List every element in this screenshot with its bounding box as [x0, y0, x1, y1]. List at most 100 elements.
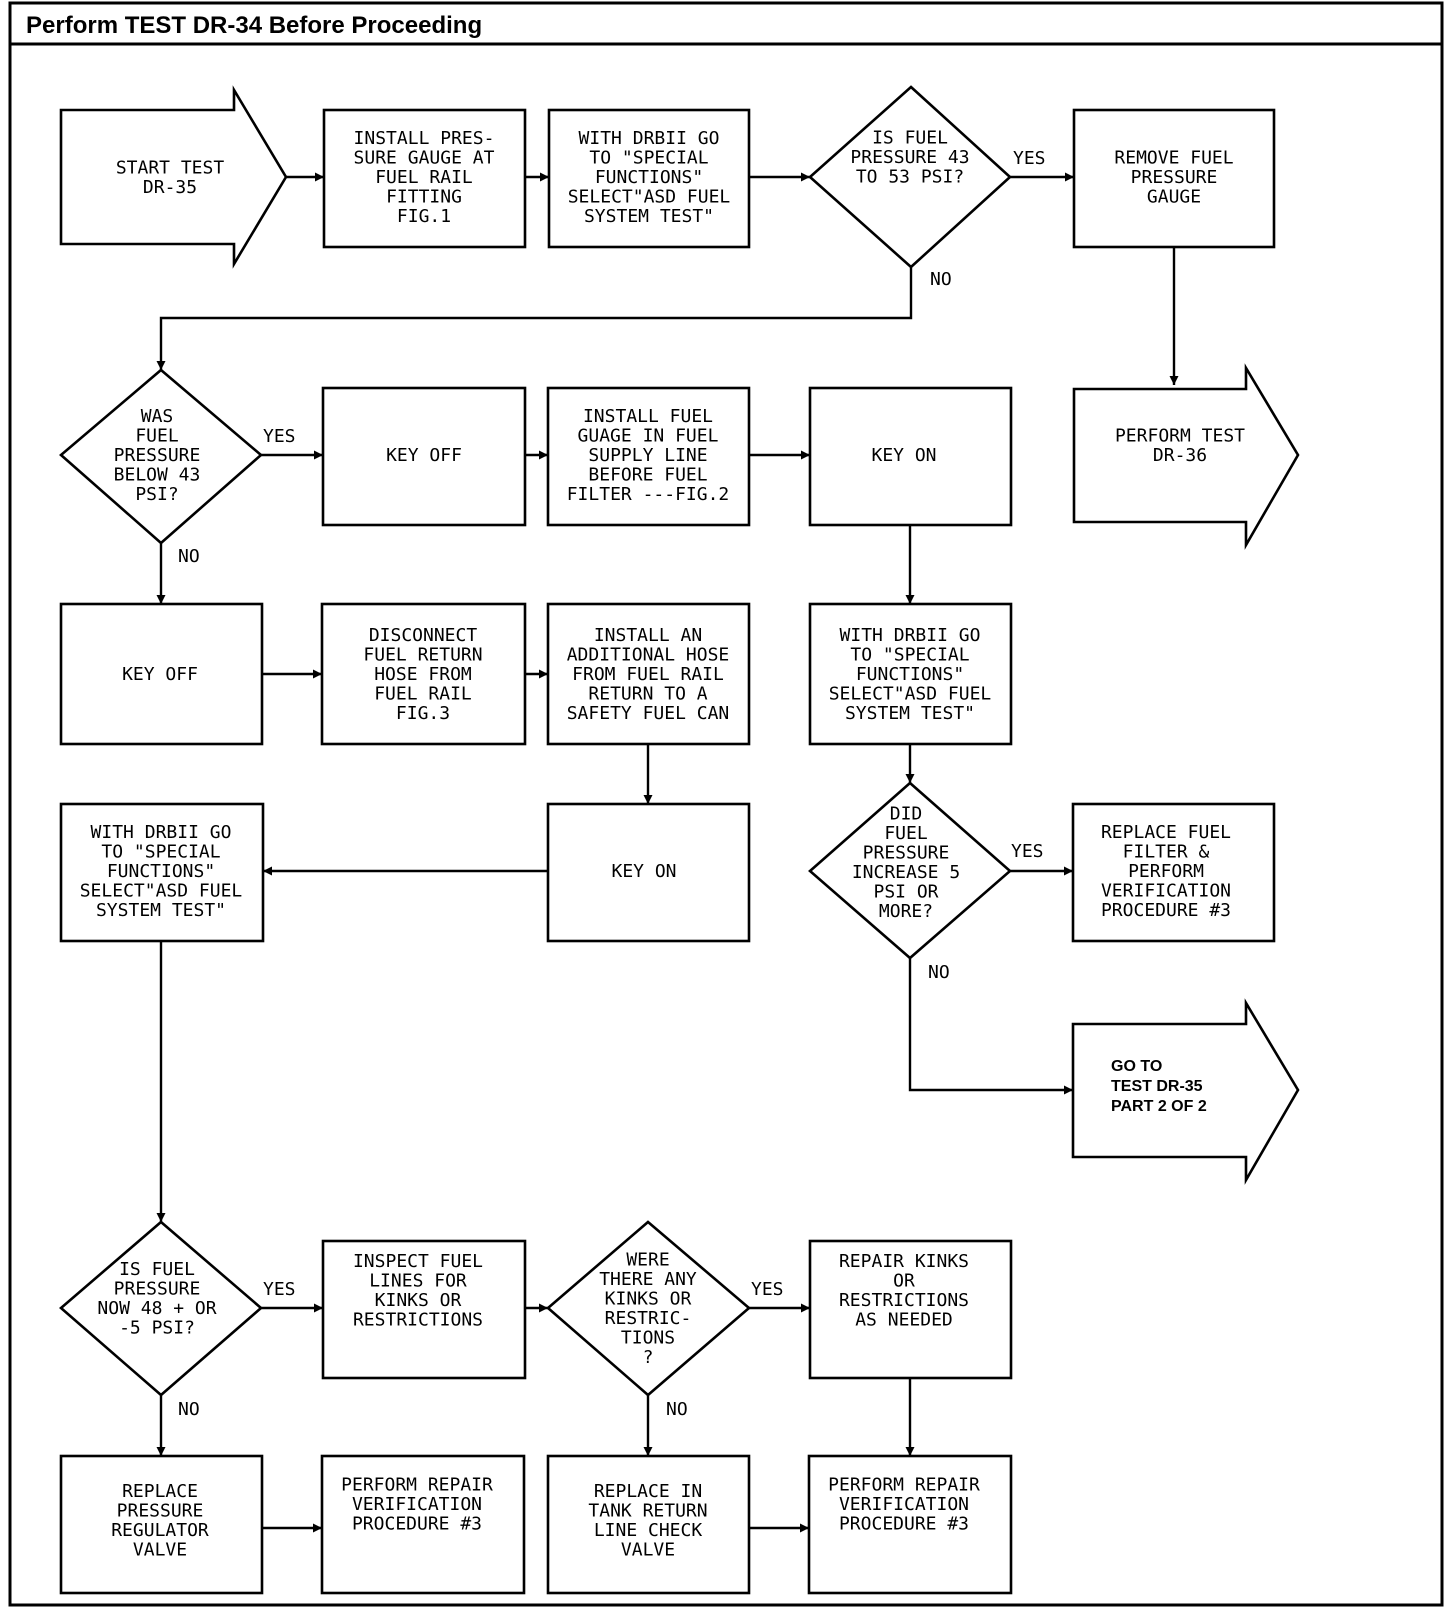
node-label-line: TEST DR-35 — [1111, 1078, 1203, 1095]
node-label-line: PROCEDURE #3 — [1101, 900, 1231, 921]
outer-frame — [8, 1, 1444, 1607]
node-label-line: FILTER & — [1123, 842, 1210, 863]
node-label-line: REMOVE FUEL — [1114, 148, 1233, 169]
node-label-line: IS FUEL — [872, 128, 948, 149]
node-label-line: WITH DRBII GO — [91, 822, 232, 843]
node-label-line: VERIFICATION — [352, 1494, 482, 1515]
node-label-line: DR-35 — [143, 177, 197, 198]
node-label-line: PRESSURE — [114, 1278, 201, 1299]
node-label-line: PRESSURE 43 — [850, 147, 969, 168]
node-label-line: DISCONNECT — [369, 625, 478, 646]
node-label-line: RESTRIC- — [605, 1308, 692, 1329]
node-label-line: VALVE — [133, 1539, 187, 1560]
node-label-line: MORE? — [879, 901, 933, 922]
node-label-line: AS NEEDED — [855, 1309, 953, 1330]
node-label-line: SYSTEM TEST" — [96, 900, 226, 921]
node-label-line: WITH DRBII GO — [840, 625, 981, 646]
node-label-line: VERIFICATION — [1101, 881, 1231, 902]
node-label-line: KEY OFF — [122, 664, 198, 685]
node-label-line: FROM FUEL RAIL — [572, 664, 724, 685]
node-label-line: WERE — [626, 1249, 669, 1270]
edge-label-yes: YES — [1013, 148, 1046, 169]
node-label-line: SELECT"ASD FUEL — [568, 187, 731, 208]
edge-labels: YES NO YES NO YES NO YES NO YES NO — [178, 148, 1046, 1420]
node-label-line: FUEL — [135, 426, 179, 447]
node-label-line: INCREASE 5 — [852, 862, 960, 883]
node-label-line: REPLACE FUEL — [1101, 822, 1231, 843]
key-off-box: KEY OFF — [321, 386, 527, 527]
node-label-line: REGULATOR — [111, 1520, 209, 1541]
node-label-line: WAS — [141, 406, 174, 427]
node-label-line: GO TO — [1111, 1058, 1162, 1075]
node-label-line: REPAIR KINKS — [839, 1251, 969, 1272]
node-label-line: PRESSURE — [863, 842, 950, 863]
node-label-line: PART 2 OF 2 — [1111, 1098, 1207, 1115]
node-label-line: PRESSURE — [114, 445, 201, 466]
node-label-line: FUEL — [884, 823, 928, 844]
node-label-line: RETURN TO A — [588, 684, 707, 705]
node-label-line: -5 PSI? — [119, 1317, 195, 1338]
edge-decision3-no — [908, 958, 1073, 1095]
key-on-box: KEY ON — [808, 386, 1013, 527]
node-label-line: SYSTEM TEST" — [845, 703, 975, 724]
node-label-line: NOW 48 + OR — [97, 1298, 216, 1319]
node-label: KEY OFF — [386, 445, 462, 466]
node-label-line: VERIFICATION — [839, 1494, 969, 1515]
node-label-line: KEY OFF — [386, 445, 462, 466]
node-label-line: PERFORM — [1128, 861, 1204, 882]
node-label-line: OR — [893, 1270, 915, 1291]
node-label-line: LINES FOR — [369, 1270, 467, 1291]
page-title: Perform TEST DR-34 Before Proceeding — [26, 12, 482, 39]
node-label-line: INSPECT FUEL — [353, 1251, 483, 1272]
node-label-line: FILTER ---FIG.2 — [567, 484, 730, 505]
node-label-line: PROCEDURE #3 — [352, 1514, 482, 1535]
node-label-line: ? — [643, 1347, 654, 1368]
node-label-line: BEFORE FUEL — [588, 465, 707, 486]
node-label-line: RESTRICTIONS — [839, 1290, 969, 1311]
node-label-line: DR-36 — [1153, 445, 1207, 466]
edge-label-yes: YES — [263, 426, 296, 447]
edge-label-no: NO — [666, 1399, 688, 1420]
node-label-line: TO "SPECIAL — [589, 148, 708, 169]
edge-decision1-no — [156, 267, 913, 370]
node-label-line: FITTING — [386, 187, 462, 208]
node-label-line: VALVE — [621, 1539, 675, 1560]
edge-label-no: NO — [928, 962, 950, 983]
node-label: KEY ON — [871, 445, 936, 466]
node-label-line: SELECT"ASD FUEL — [829, 684, 992, 705]
node-label-line: KEY ON — [611, 861, 676, 882]
edge-label-no: NO — [178, 1399, 200, 1420]
node-label-line: HOSE FROM — [374, 664, 472, 685]
node-label-line: TIONS — [621, 1327, 675, 1348]
node-label-line: REPLACE IN — [594, 1481, 702, 1502]
key-on-box: KEY ON — [546, 802, 751, 943]
node-label-line: SURE GAUGE AT — [354, 148, 495, 169]
